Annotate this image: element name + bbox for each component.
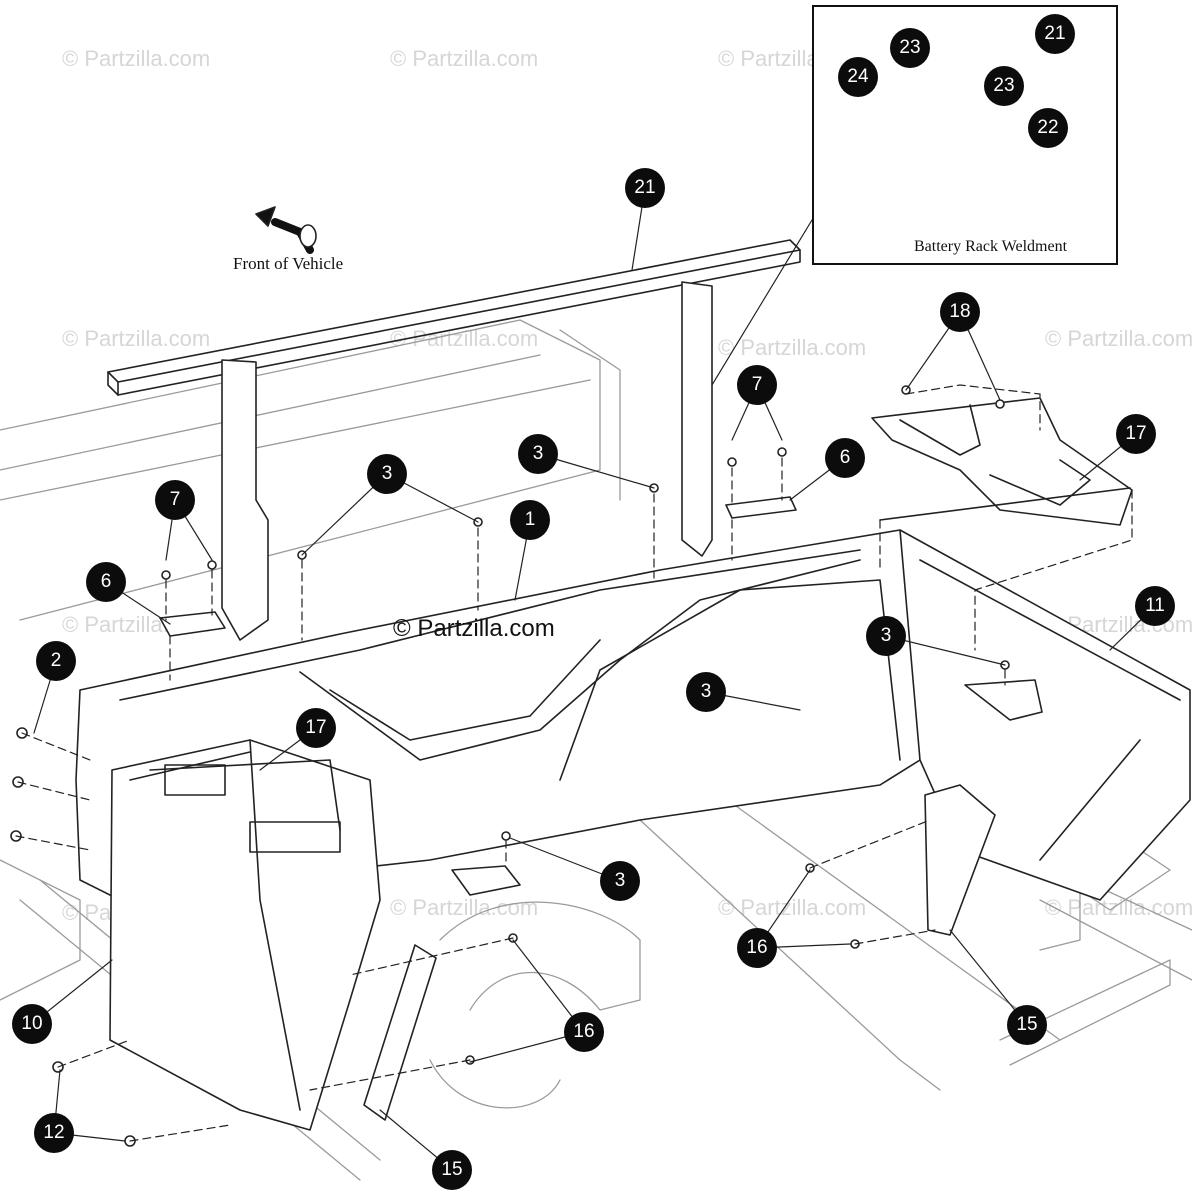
- inset-label: Battery Rack Weldment: [914, 238, 1068, 255]
- center-watermark: © Partzilla.com: [393, 615, 555, 642]
- callout-3: 3: [600, 861, 640, 901]
- front-of-vehicle-label: Front of Vehicle: [233, 254, 344, 273]
- left-battery-box: [109, 739, 381, 1131]
- callout-15: 15: [1007, 1005, 1047, 1045]
- callout-3: 3: [518, 434, 558, 474]
- callout-6: 6: [86, 562, 126, 602]
- callout-7: 7: [737, 365, 777, 405]
- watermark: © Partzilla.com: [390, 326, 539, 351]
- callout-23: 23: [984, 66, 1024, 106]
- watermark: © Partzilla.com: [390, 46, 539, 71]
- assembly-lines: [15, 384, 1133, 1142]
- callout-21: 21: [1035, 14, 1075, 54]
- callout-7: 7: [155, 480, 195, 520]
- callout-18: 18: [940, 292, 980, 332]
- callout-11: 11: [1135, 586, 1175, 626]
- watermark: © Partzilla.com: [718, 895, 867, 920]
- watermark: © Partzilla.com: [718, 335, 867, 360]
- callout-1: 1: [510, 500, 550, 540]
- hold-down-bracket-right: [871, 397, 1133, 526]
- callout-3: 3: [866, 616, 906, 656]
- callout-17: 17: [1116, 414, 1156, 454]
- callout-22: 22: [1028, 108, 1068, 148]
- watermark: © Partzilla.com: [62, 326, 211, 351]
- watermark: © Partzilla.com: [62, 46, 211, 71]
- callout-2: 2: [36, 641, 76, 681]
- callout-21: 21: [625, 168, 665, 208]
- callout-6: 6: [825, 438, 865, 478]
- callout-12: 12: [34, 1113, 74, 1153]
- callout-24: 24: [838, 57, 878, 97]
- callout-16: 16: [564, 1012, 604, 1052]
- callout-3: 3: [686, 672, 726, 712]
- battery-rack-rail: [107, 239, 801, 641]
- callout-16: 16: [737, 928, 777, 968]
- watermark: © Partzilla.com: [1045, 326, 1192, 351]
- callout-10: 10: [12, 1004, 52, 1044]
- fasteners: [10, 385, 1010, 1147]
- callout-15: 15: [432, 1150, 472, 1190]
- callout-23: 23: [890, 28, 930, 68]
- support-brackets: [363, 784, 996, 1121]
- callout-3: 3: [367, 454, 407, 494]
- callout-17: 17: [296, 708, 336, 748]
- hold-down-plates: [159, 496, 1043, 896]
- front-of-vehicle-arrow-icon: [255, 206, 317, 254]
- watermark: © Partzilla.com: [390, 895, 539, 920]
